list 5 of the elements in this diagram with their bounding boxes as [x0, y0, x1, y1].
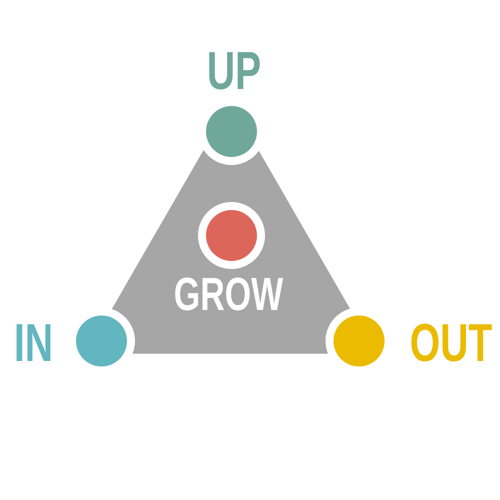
corner-label: IN [16, 324, 50, 361]
corner-label: OUT [411, 324, 492, 362]
circle-marker [206, 210, 257, 261]
corner-label: UP [209, 52, 260, 90]
center-label: GROW [175, 278, 284, 310]
